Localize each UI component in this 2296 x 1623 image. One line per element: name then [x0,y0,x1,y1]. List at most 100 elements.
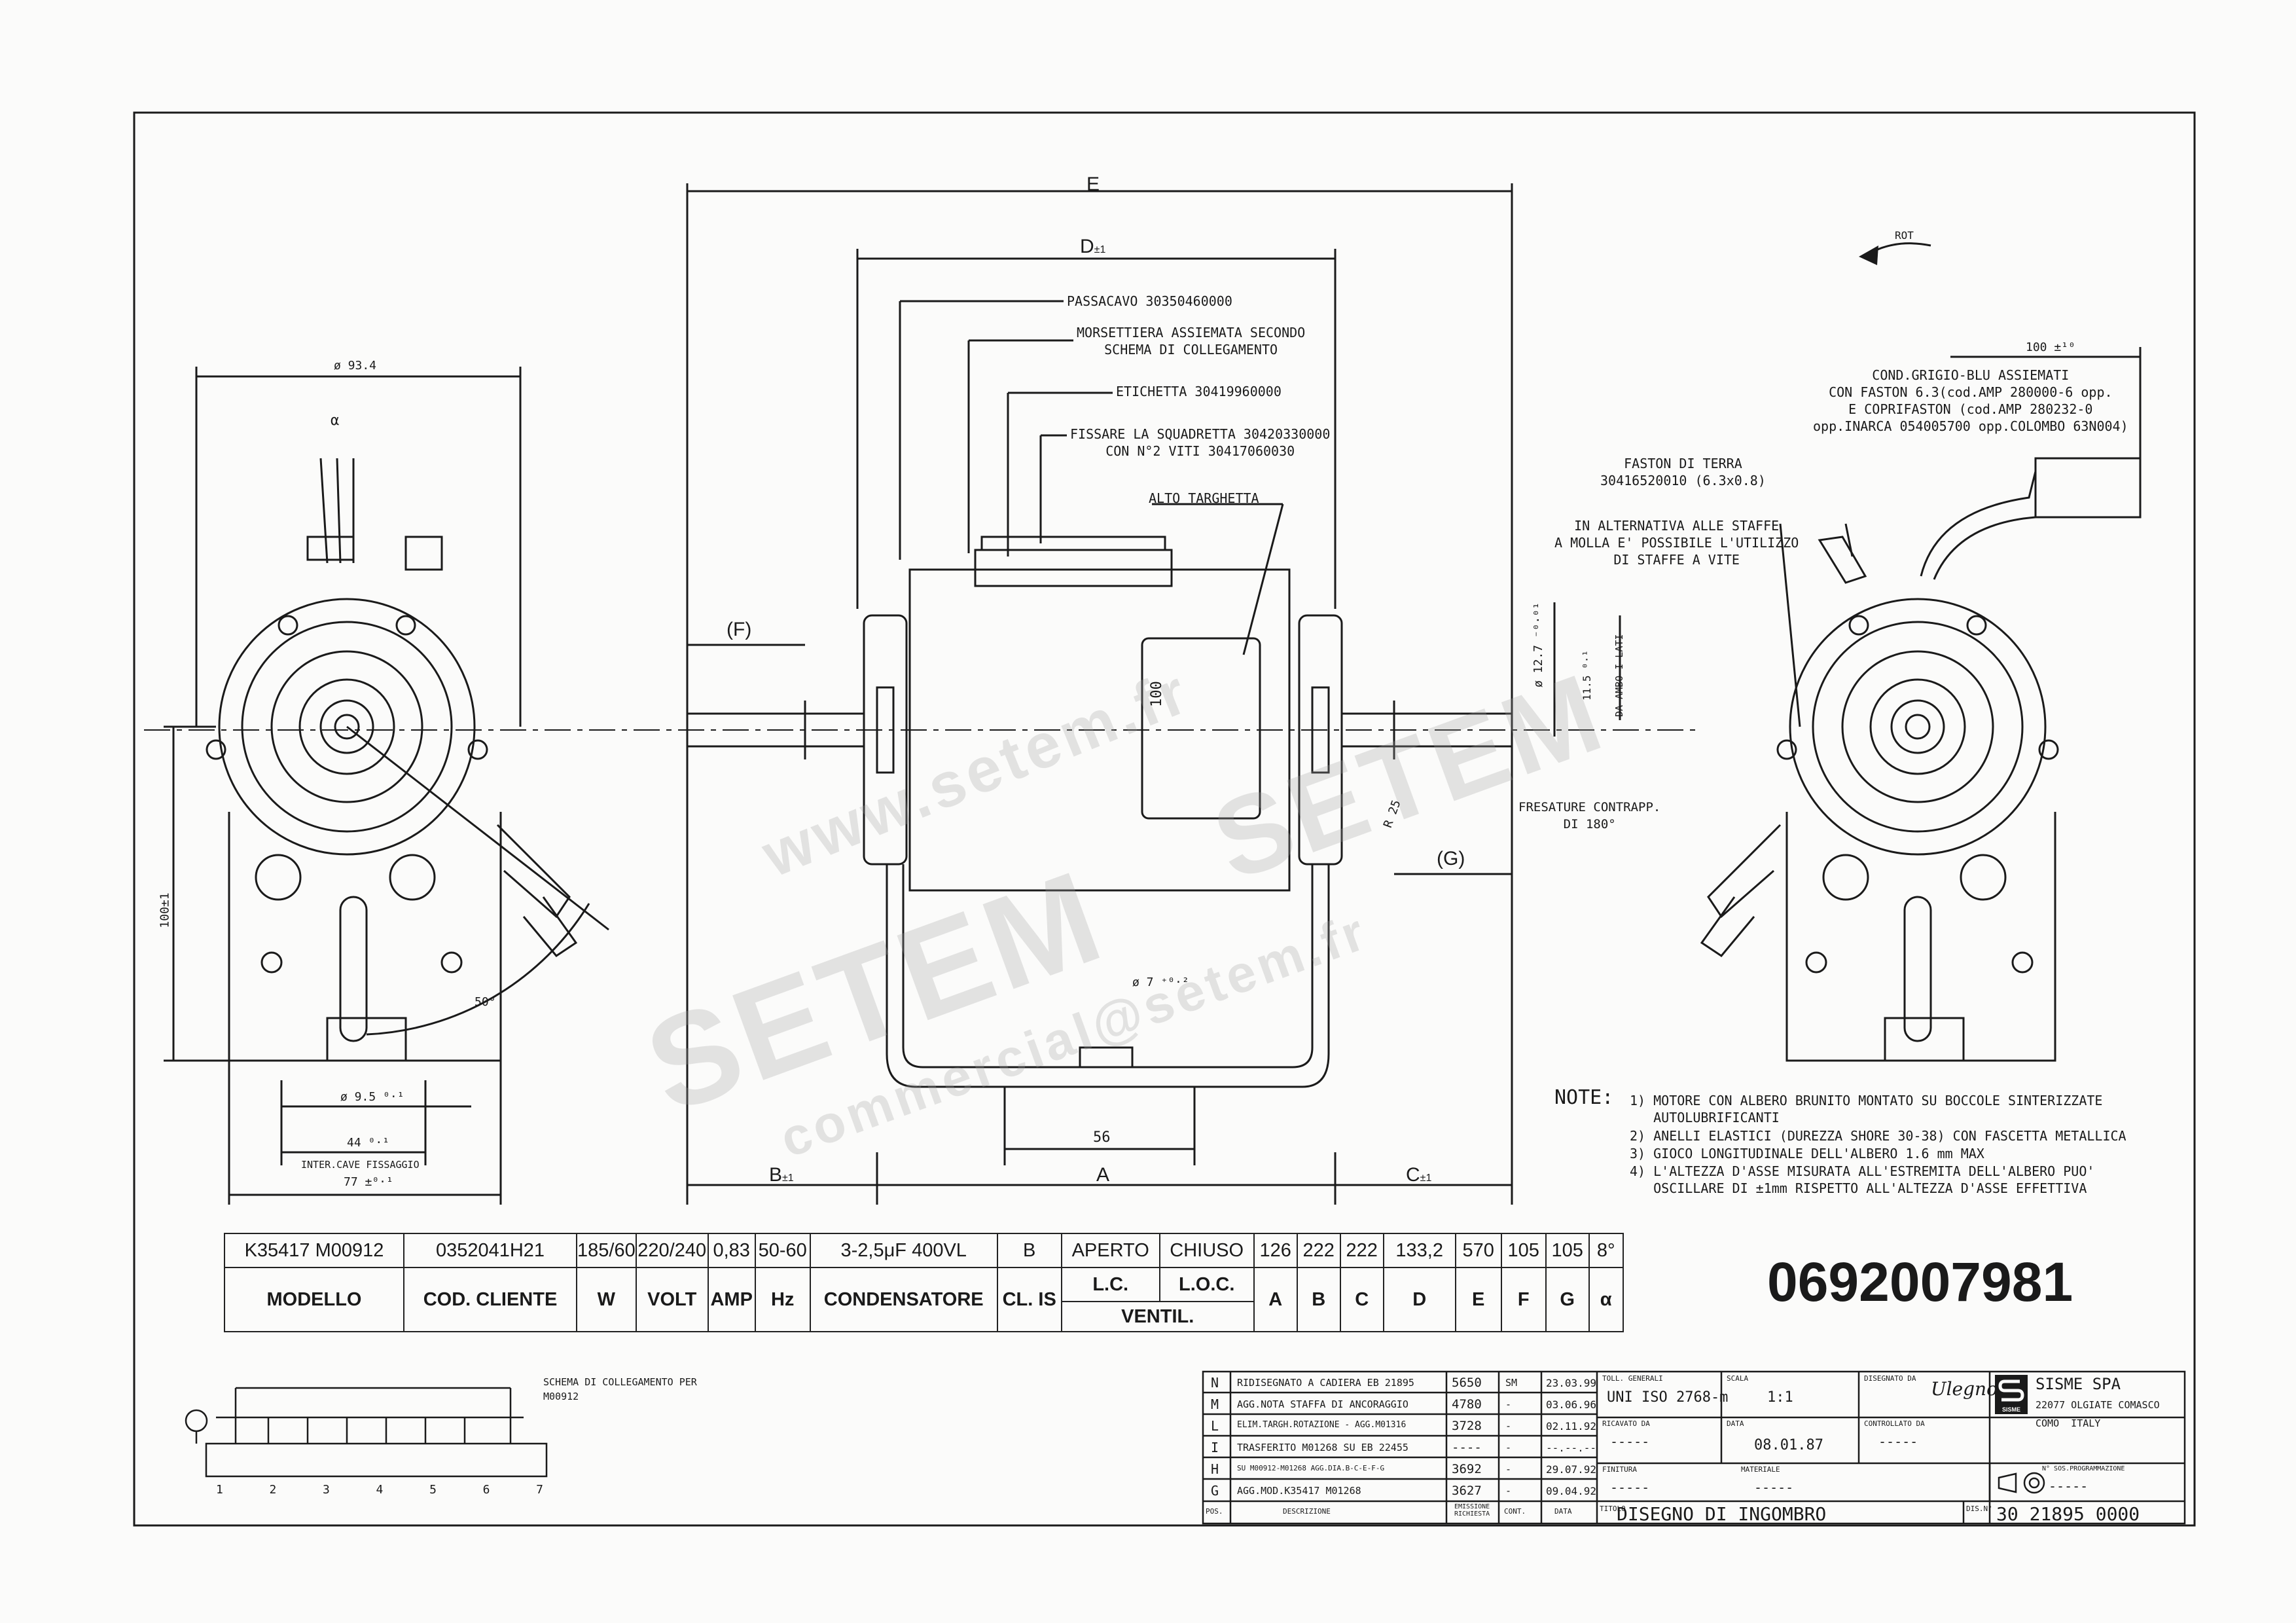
spec-header-alpha: α [1588,1267,1624,1332]
dim-D-letter: D [1080,236,1094,257]
revision-date: 02.11.92 [1546,1420,1597,1432]
spec-table: K35417 M00912 0352041H21 185/60 220/240 … [224,1233,1624,1332]
note-item-1: 1) MOTORE CON ALBERO BRUNITO MONTATO SU … [1630,1093,2103,1125]
notes-title: NOTE: [1554,1086,1614,1109]
spec-header-a: A [1253,1267,1298,1332]
wiring-schematic [185,1387,548,1478]
drawing-number: 0692007981 [1767,1251,2073,1313]
angle-50: 50° [475,995,496,1009]
n-sos-label: N° SOS.PROGRAMMAZIONE [2042,1465,2125,1472]
spec-header-volt: VOLT [635,1267,709,1332]
revision-letter: G [1211,1483,1219,1499]
titolo-value: DISEGNO DI INGOMBRO [1617,1503,1827,1525]
dim-D-tol: ±1 [1094,244,1106,255]
spec-header-c: C [1339,1267,1384,1332]
callout-alternativa: IN ALTERNATIVA ALLE STAFFE A MOLLA E' PO… [1554,518,1799,568]
revision-num: 3627 [1452,1484,1482,1498]
dim-B-letter: B [769,1164,783,1186]
revision-date: --.--.-- [1546,1442,1597,1454]
dis-label: DIS.N° [1966,1504,1992,1513]
rotation-arrow [1871,242,1931,253]
spec-ventil-row: VENTIL. [224,1301,1623,1332]
titolo-label: TITOLO [1600,1504,1626,1513]
sisme-logo-text: SISME [2001,1406,2020,1413]
fresature-label: FRESATURE CONTRAPP. DI 180° [1518,800,1661,831]
spec-values-row: K35417 M00912 0352041H21 185/60 220/240 … [224,1233,1624,1268]
dim-dia-7: ø 7 ⁺⁰·² [1132,976,1189,989]
callout-faston-terra: FASTON DI TERRA 30416520010 (6.3x0.8) [1600,456,1766,488]
disegnato-label: DISEGNATO DA [1864,1374,1916,1383]
da-ambo-label: DA AMBO I LATI [1613,634,1625,717]
spec-header-b: B [1296,1267,1341,1332]
dim-G: (G) [1437,848,1465,869]
toll-value: UNI ISO 2768-m [1607,1389,1729,1406]
revision-footer-date: DATA [1554,1507,1572,1516]
dim-B-tol: ±1 [782,1173,794,1184]
rotation-arrowhead [1859,246,1878,265]
callout-morsettiera: MORSETTIERA ASSIEMATA SECONDO SCHEMA DI … [1077,325,1306,357]
revision-date: 09.04.92 [1546,1485,1597,1497]
spec-alpha: 8° [1588,1233,1624,1268]
dim-A: A [1096,1164,1110,1186]
spec-cod-cliente: 0352041H21 [403,1233,577,1268]
terminal-4: 4 [376,1483,384,1497]
revision-footer-desc: DESCRIZIONE [1283,1507,1331,1516]
dim-F: (F) [726,619,752,640]
revision-footer-num: EMISSIONE RICHIESTA [1454,1503,1490,1518]
spec-header-condensatore: CONDENSATORE [809,1267,998,1332]
dim-77: 77 ±⁰·¹ [344,1175,393,1189]
ricavato-value: ----- [1610,1434,1650,1450]
callout-cond: COND.GRIGIO-BLU ASSIEMATI CON FASTON 6.3… [1813,367,2128,434]
revision-who: - [1505,1398,1512,1410]
revision-num: 5650 [1452,1376,1482,1390]
spec-cl-is: B [996,1233,1062,1268]
revision-desc: RIDISEGNATO A CADIERA EB 21895 [1237,1377,1414,1389]
dim-D: D±1 [1080,236,1105,258]
revision-date: 29.07.92 [1546,1463,1597,1476]
revision-who: - [1505,1420,1512,1432]
drawing-border [133,111,2196,1527]
sisme-logo-icon [1998,1379,2024,1402]
spec-e: 570 [1454,1233,1502,1268]
revision-who: SM [1505,1377,1518,1389]
spec-header-cl-is: CL. IS [996,1267,1062,1332]
spec-f: 105 [1500,1233,1547,1268]
dis-value: 30 21895 0000 [1996,1503,2140,1525]
note-item-4: 4) L'ALTEZZA D'ASSE MISURATA ALL'ESTREMI… [1630,1163,2095,1196]
revision-num: 3728 [1452,1419,1482,1433]
spec-header-ventil: VENTIL. [1060,1301,1255,1332]
finitura-label: FINITURA [1602,1465,1637,1474]
materiale-label: MATERIALE [1741,1465,1780,1474]
spec-lc: APERTO [1060,1233,1160,1268]
toll-label: TOLL. GENERALI [1602,1374,1663,1383]
revision-footer-pos: POS. [1206,1507,1223,1516]
scala-value: 1:1 [1767,1389,1793,1406]
callout-alto-targhetta: ALTO TARGHETTA [1149,490,1259,506]
spec-volt: 220/240 [635,1233,709,1268]
label-100: 100 [1149,681,1165,707]
spec-d: 133,2 [1382,1233,1456,1268]
disegnato-value: Ulegno [1931,1378,1998,1400]
terminal-1: 1 [216,1483,223,1497]
dim-B: B±1 [769,1164,794,1186]
right-end-view [1700,347,2142,1062]
rot-label: ROT [1895,229,1914,242]
dim-100-cable: 100 ±¹⁰ [2026,340,2075,354]
data-value: 08.01.87 [1754,1437,1823,1453]
note-item-2: 2) ANELLI ELASTICI (DUREZZA SHORE 30-38)… [1630,1128,2126,1144]
revision-date: 23.03.99 [1546,1377,1597,1389]
callout-etichetta: ETICHETTA 30419960000 [1116,384,1282,399]
company-address: 22077 OLGIATE COMASCO COMO ITALY [2036,1399,2160,1429]
spec-header-hz: Hz [754,1267,811,1332]
dim-C-letter: C [1406,1164,1420,1186]
dim-56: 56 [1093,1129,1111,1146]
callout-fissare: FISSARE LA SQUADRETTA 30420330000 CON N°… [1070,426,1331,459]
dim-100: 100±1 [158,892,172,928]
revision-desc: ELIM.TARGH.ROTAZIONE - AGG.M01316 [1237,1420,1407,1430]
terminal-3: 3 [323,1483,330,1497]
angle-alpha: α [331,412,340,429]
revision-desc: AGG.NOTA STAFFA DI ANCORAGGIO [1237,1398,1408,1410]
spec-header-f: F [1500,1267,1547,1332]
revision-who: - [1505,1485,1512,1497]
